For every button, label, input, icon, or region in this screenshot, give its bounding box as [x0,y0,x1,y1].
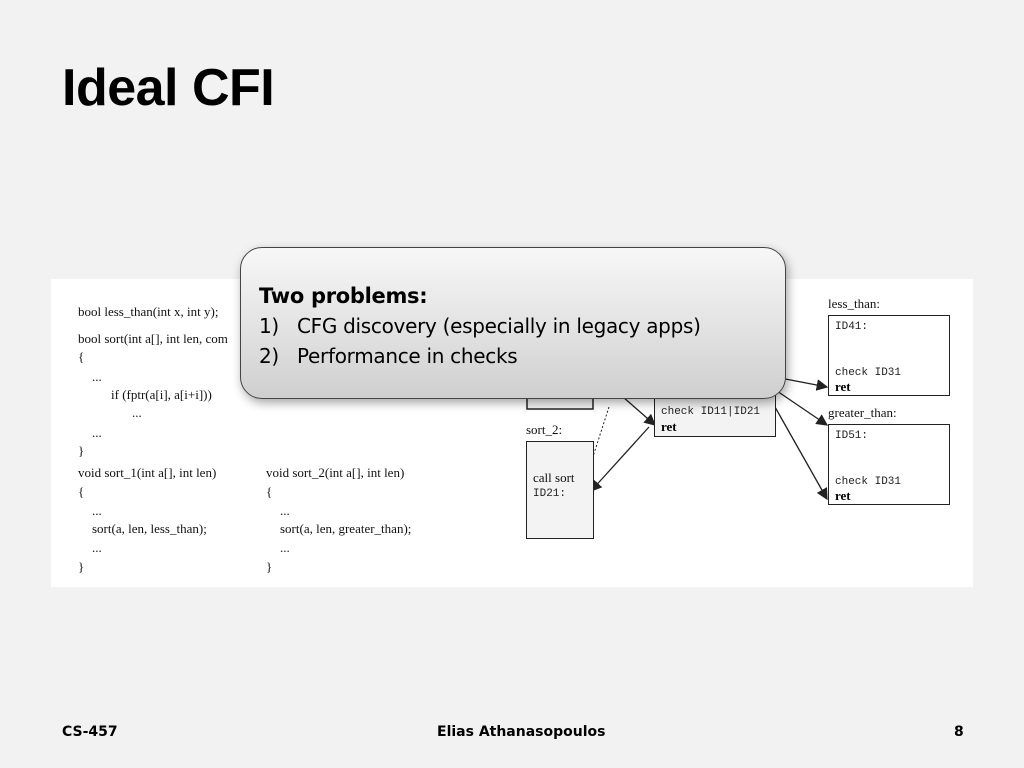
footer-page-number: 8 [954,724,964,740]
sort2-id: ID21: [533,488,567,500]
greater-than-label: greater_than: [828,405,897,420]
code-line: } [78,559,85,574]
callout-item: 1) CFG discovery (especially in legacy ap… [259,314,701,338]
less-than-label: less_than: [828,296,880,311]
code-line: bool sort(int a[], int len, com [78,331,228,346]
code-line: void sort_1(int a[], int len) [78,465,217,480]
code-line: } [78,443,85,458]
code-line: ... [280,540,290,555]
code-line: } [266,559,273,574]
code-line: ... [92,369,102,384]
code-line: ... [92,503,102,518]
greater-than-id: ID51: [835,430,869,442]
greater-than-ret: ret [835,488,851,503]
code-line: ... [280,503,290,518]
code-line: { [78,484,85,499]
code-line: bool less_than(int x, int y); [78,304,219,319]
callout-item-text: Performance in checks [297,344,518,368]
code-line: void sort_2(int a[], int len) [266,465,405,480]
code-line: { [78,349,85,364]
less-than-check: check ID31 [835,367,902,379]
sort-ret: ret [661,419,677,434]
problems-callout: Two problems: 1) CFG discovery (especiall… [240,247,786,399]
footer-course: CS-457 [62,724,118,740]
callout-item-number: 2) [259,344,279,368]
code-line: sort(a, len, greater_than); [280,521,412,536]
less-than-id: ID41: [835,321,869,333]
callout-item: 2) Performance in checks [259,344,518,368]
greater-than-check: check ID31 [835,476,902,488]
code-line: { [266,484,273,499]
greater-than-box: ID51: check ID31 ret [828,424,950,505]
code-line: ... [92,540,102,555]
less-than-box: ID41: check ID31 ret [828,315,950,396]
sort2-box: call sort ID21: [526,441,594,539]
sort2-call: call sort [533,470,575,485]
sort2-label: sort_2: [526,422,563,437]
footer-author: Elias Athanasopoulos [437,724,606,740]
sort-check: check ID11|ID21 [661,406,761,418]
code-line: sort(a, len, less_than); [92,521,207,536]
slide-title: Ideal CFI [62,59,275,117]
callout-heading: Two problems: [259,284,428,308]
code-line: ... [132,405,142,420]
code-line: ... [92,425,102,440]
callout-item-text: CFG discovery (especially in legacy apps… [297,314,701,338]
callout-item-number: 1) [259,314,279,338]
less-than-ret: ret [835,379,851,394]
code-line: if (fptr(a[i], a[i+i])) [111,387,212,402]
